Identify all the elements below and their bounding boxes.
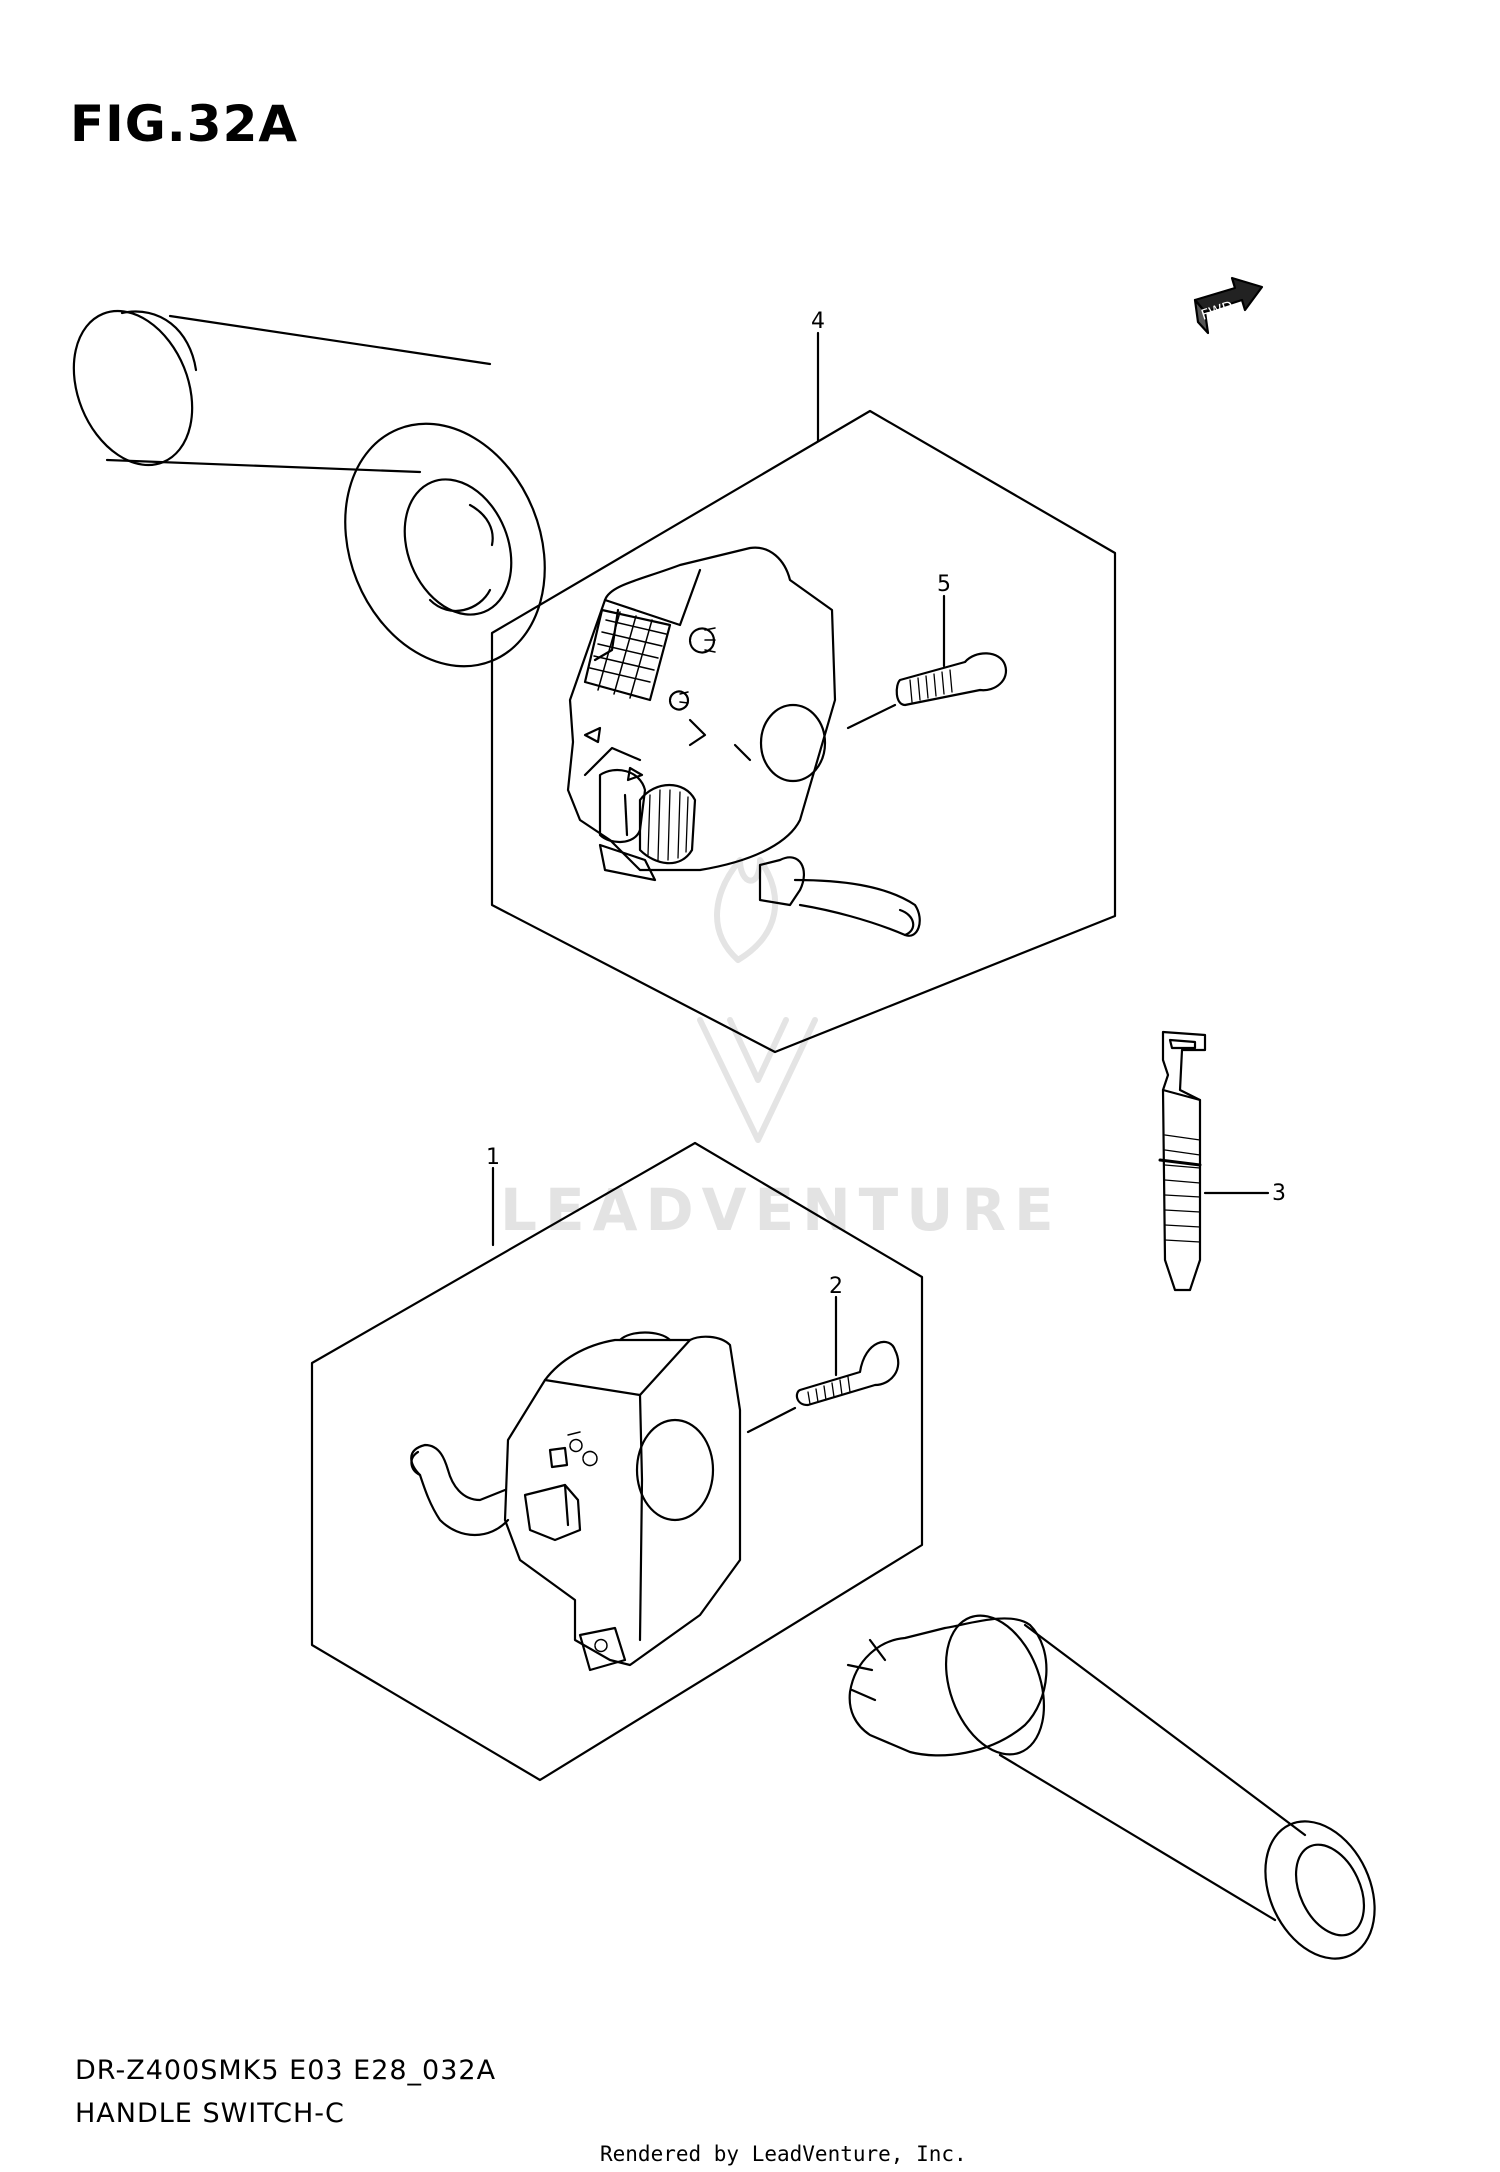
- watermark-text: LEADVENTURE: [500, 1176, 1062, 1244]
- callout-label-1: 1: [486, 1145, 500, 1170]
- callout-label-5: 5: [937, 572, 951, 597]
- diagram-caption: HANDLE SWITCH-C: [75, 2098, 345, 2129]
- left-grip: [72, 309, 546, 668]
- right-handle-switch-assembly: [566, 546, 921, 937]
- callout-label-2: 2: [829, 1274, 843, 1299]
- watermark-logo: [697, 857, 818, 1143]
- left-handle-switch-assembly: [410, 1331, 742, 1672]
- screw-part-5: [846, 594, 1008, 730]
- right-grip: [846, 1614, 1376, 1960]
- callout-label-3: 3: [1272, 1181, 1286, 1206]
- kit-outline-lower: [310, 1141, 924, 1782]
- figure-title: FIG.32A: [70, 95, 299, 153]
- fwd-arrow-icon: FWD: [1193, 276, 1264, 335]
- diagram-code: DR-Z400SMK5 E03 E28_032A: [75, 2055, 497, 2086]
- callout-label-4: 4: [811, 309, 825, 334]
- kit-outline-upper: [490, 409, 1117, 1054]
- render-credit: Rendered by LeadVenture, Inc.: [600, 2142, 967, 2166]
- cable-tie-part-3: [1158, 1030, 1270, 1292]
- screw-part-2: [746, 1295, 900, 1434]
